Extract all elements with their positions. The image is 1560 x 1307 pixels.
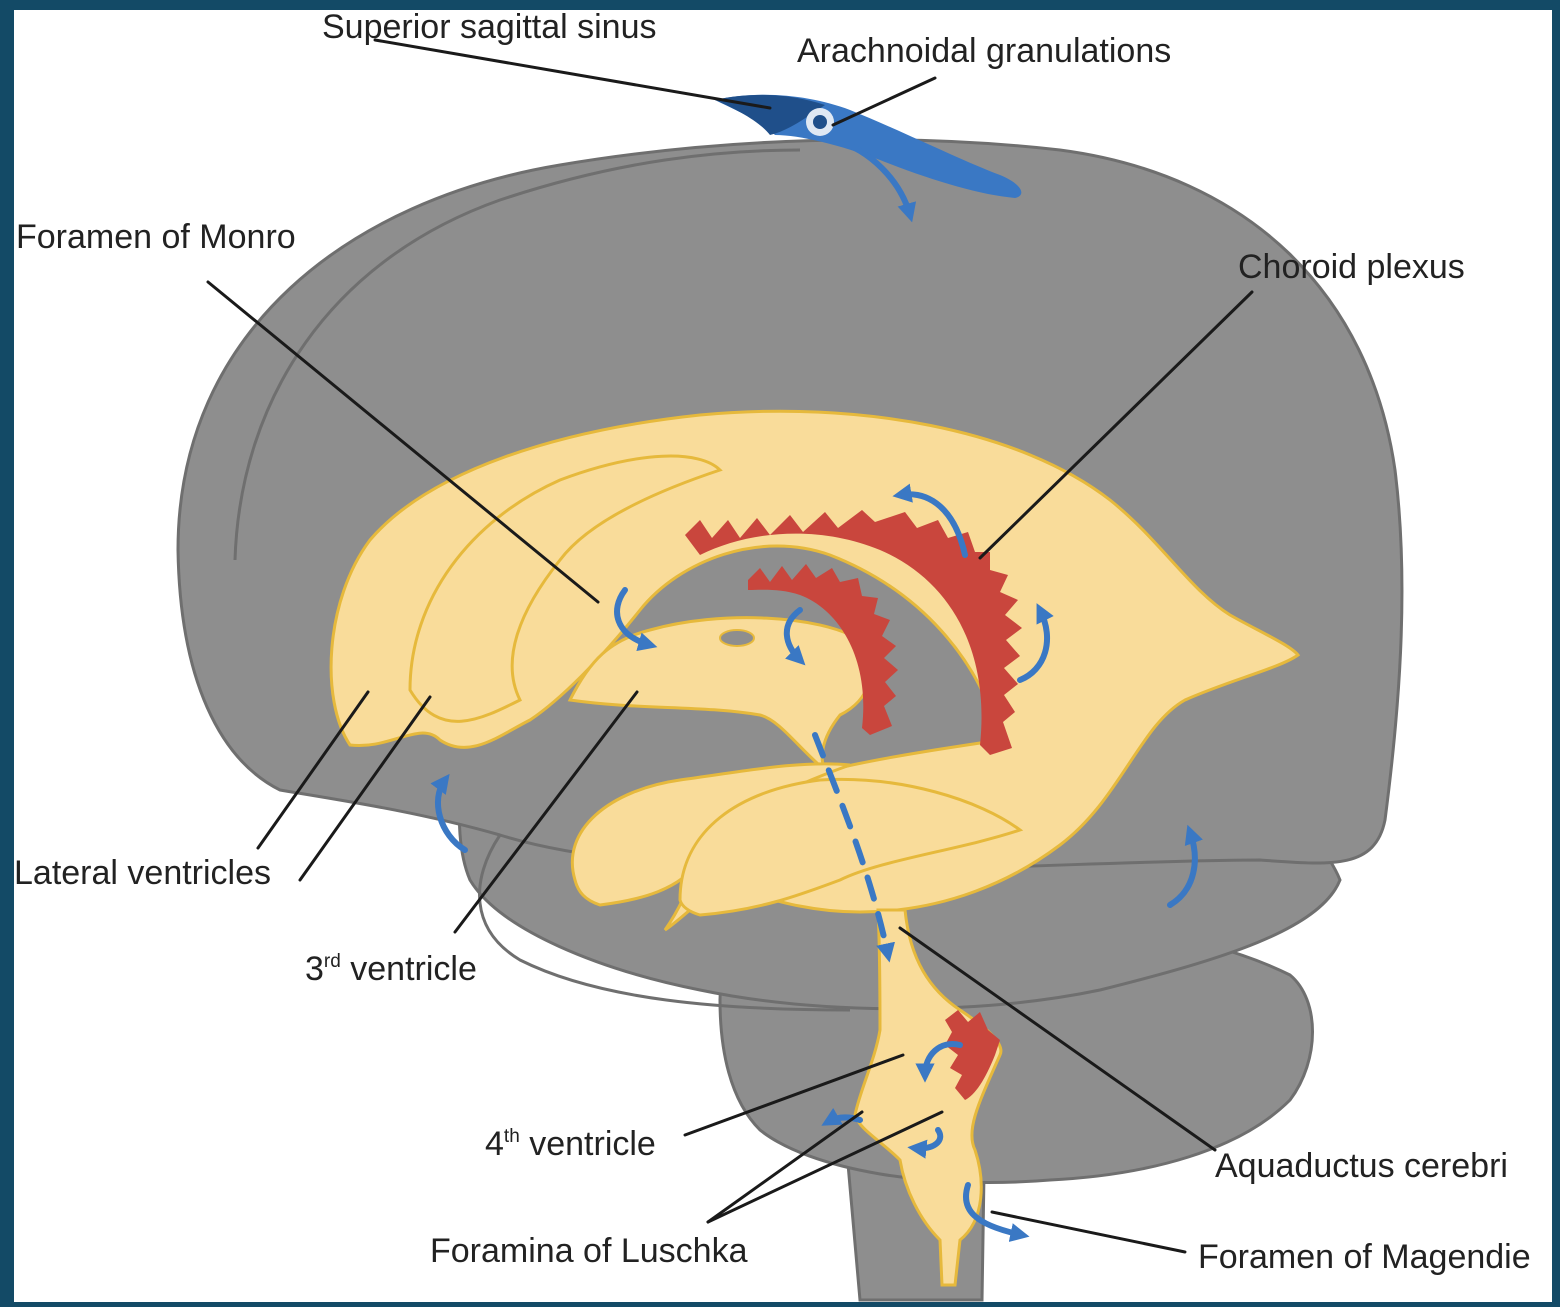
label-foramen-of-magendie: Foramen of Magendie (1198, 1238, 1531, 1276)
massa-intermedia (720, 630, 754, 646)
label-foramina-of-luschka: Foramina of Luschka (430, 1232, 748, 1270)
label-lateral-ventricles: Lateral ventricles (14, 854, 271, 892)
label-foramen-of-monro: Foramen of Monro (16, 218, 296, 256)
label-choroid-plexus: Choroid plexus (1238, 248, 1465, 286)
label-arachnoidal-granulations: Arachnoidal granulations (797, 32, 1171, 70)
label-aquaductus-cerebri: Aquaductus cerebri (1215, 1147, 1508, 1185)
label-superior-sagittal-sinus: Superior sagittal sinus (322, 8, 657, 46)
